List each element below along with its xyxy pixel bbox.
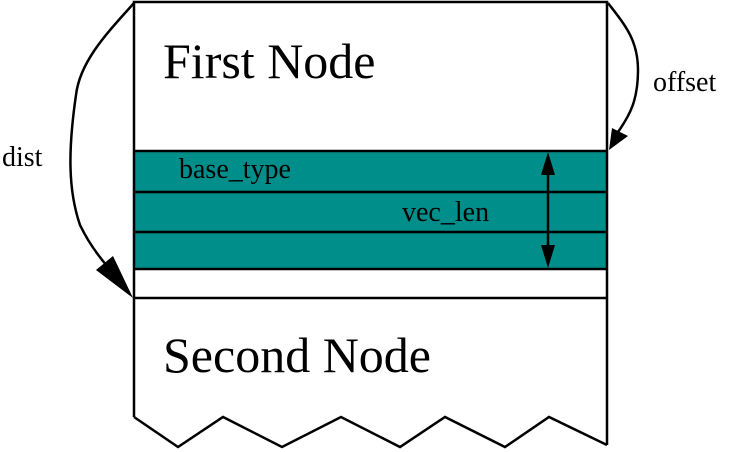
field-label-base-type: base_type [179,154,291,185]
offset-arrowhead [609,128,628,150]
offset-arrow-curve [607,2,640,133]
vec-len-arrowhead-up [541,152,555,175]
vector-field-band [134,151,607,269]
dist-arrowhead [96,256,133,298]
dist-arrow-curve [69,2,135,281]
second-node-label: Second Node [163,327,431,383]
offset-label: offset [653,67,716,98]
first-node-box [132,0,609,445]
dist-label: dist [2,142,43,173]
first-node-label: First Node [163,33,376,89]
vec-len-arrowhead-down [541,245,555,268]
zigzag-bottom [133,415,608,449]
field-label-vec-len: vec_len [402,197,489,228]
